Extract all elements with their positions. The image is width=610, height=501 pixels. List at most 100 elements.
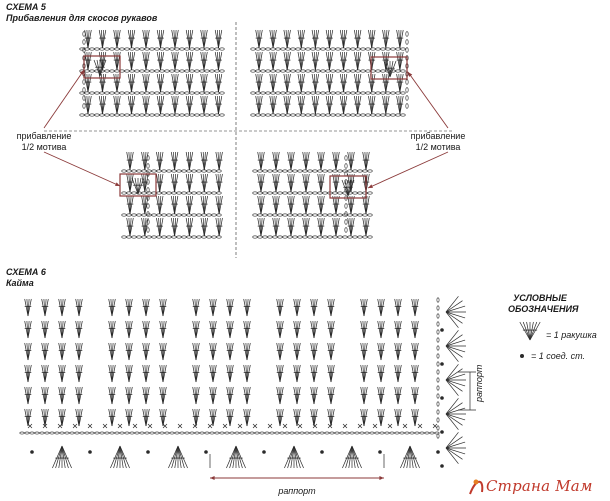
scheme5-top-left-motifs — [114, 91, 120, 95]
scheme5-top-left-motifs — [104, 91, 110, 95]
scheme6-base-chain — [259, 431, 265, 435]
scheme6-motif-fan — [296, 386, 299, 405]
scheme5-top-right-motifs — [375, 47, 381, 51]
scheme5-top-right-motifs — [272, 73, 277, 93]
scheme6-motif-fan — [413, 364, 416, 383]
scheme5-bottom-right-motifs — [259, 195, 262, 215]
scheme6-motif-fan — [26, 364, 29, 383]
scheme6-motif-fan — [159, 386, 164, 405]
scheme6-base-chain — [334, 431, 340, 435]
scheme5-top-left-motifs — [189, 69, 195, 73]
scheme6-motif-fan — [414, 386, 417, 405]
scheme5-top-right-motifs — [357, 29, 362, 49]
scheme5-top-right-motifs — [320, 91, 326, 95]
scheme5-bottom-left-motifs — [211, 169, 217, 173]
scheme5-top-left-motifs — [115, 29, 118, 49]
scheme6-motif-fan — [44, 342, 47, 361]
scheme5-bottom-right-motifs — [275, 173, 278, 193]
scheme6-motif-fan — [27, 364, 32, 383]
scheme5-top-left-motifs — [99, 91, 105, 95]
scheme6-motif-fan — [377, 320, 382, 339]
scheme5-top-right-motifs — [375, 69, 381, 73]
scheme5-top-right-motifs — [330, 113, 336, 117]
scheme5-top-left-motifs — [127, 51, 132, 71]
scheme6-motif-fan — [295, 298, 298, 317]
scheme6-motif-fan — [195, 320, 198, 339]
scheme6-motif-fan — [61, 364, 66, 383]
scheme5-top-right-motifs — [258, 29, 263, 49]
scheme5-bottom-right-motifs — [272, 151, 277, 171]
scheme6-motif-fan — [279, 364, 282, 383]
scheme5-bottom-left-motifs — [218, 195, 223, 215]
scheme6-x-stitch — [192, 423, 198, 429]
scheme6-motif-fan — [380, 298, 385, 317]
scheme5-bottom-left-motifs — [171, 169, 177, 173]
scheme5-bottom-left-motifs — [176, 191, 182, 195]
scheme6-base-chain — [289, 431, 295, 435]
scheme6-motif-fan — [159, 408, 164, 427]
scheme5-top-left-motifs — [189, 51, 191, 71]
scheme6-motif-fan — [144, 342, 147, 361]
scheme5-edge-chain-bottom-right — [344, 211, 348, 217]
scheme5-top-left-motifs — [214, 91, 220, 95]
scheme5-bottom-right-motifs — [257, 191, 263, 195]
scheme6-side-shell — [445, 436, 463, 449]
scheme6-motif-fan — [397, 298, 400, 317]
scheme5-top-right-motifs — [255, 91, 261, 95]
scheme6-motif-fan — [195, 408, 200, 427]
scheme6-motif-fan — [363, 298, 368, 317]
scheme5-bottom-left-motifs — [171, 213, 177, 217]
scheme6-side-shell — [445, 379, 466, 387]
scheme5-top-right-motifs — [325, 95, 330, 115]
scheme5-top-left-motifs — [131, 95, 133, 115]
scheme5-bottom-left-motifs — [181, 191, 187, 195]
scheme5-bottom-right-motifs — [312, 235, 318, 239]
scheme5-top-left-motifs — [173, 95, 176, 115]
scheme5-bottom-right-motifs — [289, 195, 292, 215]
scheme5-top-right-motifs — [342, 51, 344, 71]
scheme5-bottom-left-motifs — [136, 235, 142, 239]
scheme5-top-left-motifs — [164, 113, 170, 117]
scheme5-highlight-box-bottom-left — [119, 173, 157, 197]
scheme5-bottom-right-motifs — [357, 235, 363, 239]
scheme5-bottom-left-motifs — [144, 151, 147, 171]
scheme6-motif-fan — [44, 320, 47, 339]
scheme6-motif-fan — [44, 298, 49, 317]
scheme6-motif-fan — [195, 386, 198, 405]
scheme5-top-left-motifs — [185, 51, 190, 71]
scheme6-motif-fan — [194, 320, 197, 339]
scheme5-bottom-left-motifs — [186, 235, 192, 239]
scheme6-motif-fan — [293, 364, 298, 383]
legend-shell-icon — [526, 321, 531, 341]
scheme5-bottom-left-motifs — [196, 191, 202, 195]
scheme6-motif-fan — [78, 386, 83, 405]
scheme6-motif-fan — [212, 298, 217, 317]
scheme5-bottom-left-motifs — [203, 151, 206, 171]
scheme6-motif-fan — [111, 386, 116, 405]
scheme5-top-left-motifs — [174, 113, 180, 117]
scheme5-top-right-motifs — [325, 113, 331, 117]
scheme6-motif-fan — [192, 342, 197, 361]
scheme5-bottom-right-motifs — [287, 213, 293, 217]
scheme6-right-edge-chain — [436, 329, 440, 335]
scheme5-top-left-motifs — [169, 69, 175, 73]
scheme5-bottom-right-motifs — [297, 235, 303, 239]
scheme5-top-left-motifs — [127, 73, 132, 93]
scheme6-motif-fan — [60, 298, 63, 317]
scheme5-top-right-motifs — [257, 51, 260, 71]
scheme5-top-right-motifs — [398, 51, 401, 71]
scheme6-motif-fan — [313, 386, 318, 405]
scheme5-top-right-motifs — [283, 73, 288, 93]
scheme6-border-slip-stitch — [146, 450, 150, 454]
scheme5-bottom-left-motifs — [181, 235, 187, 239]
scheme5-edge-chain-bottom-right — [344, 163, 348, 169]
scheme6-motif-fan — [111, 364, 116, 383]
scheme5-top-right-motifs — [315, 29, 317, 49]
scheme5-top-left-motifs — [98, 95, 103, 115]
scheme6-motif-fan — [127, 342, 130, 361]
scheme6-motif-fan — [27, 320, 30, 339]
scheme5-top-left-motifs — [144, 91, 150, 95]
scheme5-bottom-right-motifs — [257, 195, 262, 215]
scheme6-motif-fan — [108, 320, 113, 339]
scheme6-motif-fan — [229, 386, 234, 405]
